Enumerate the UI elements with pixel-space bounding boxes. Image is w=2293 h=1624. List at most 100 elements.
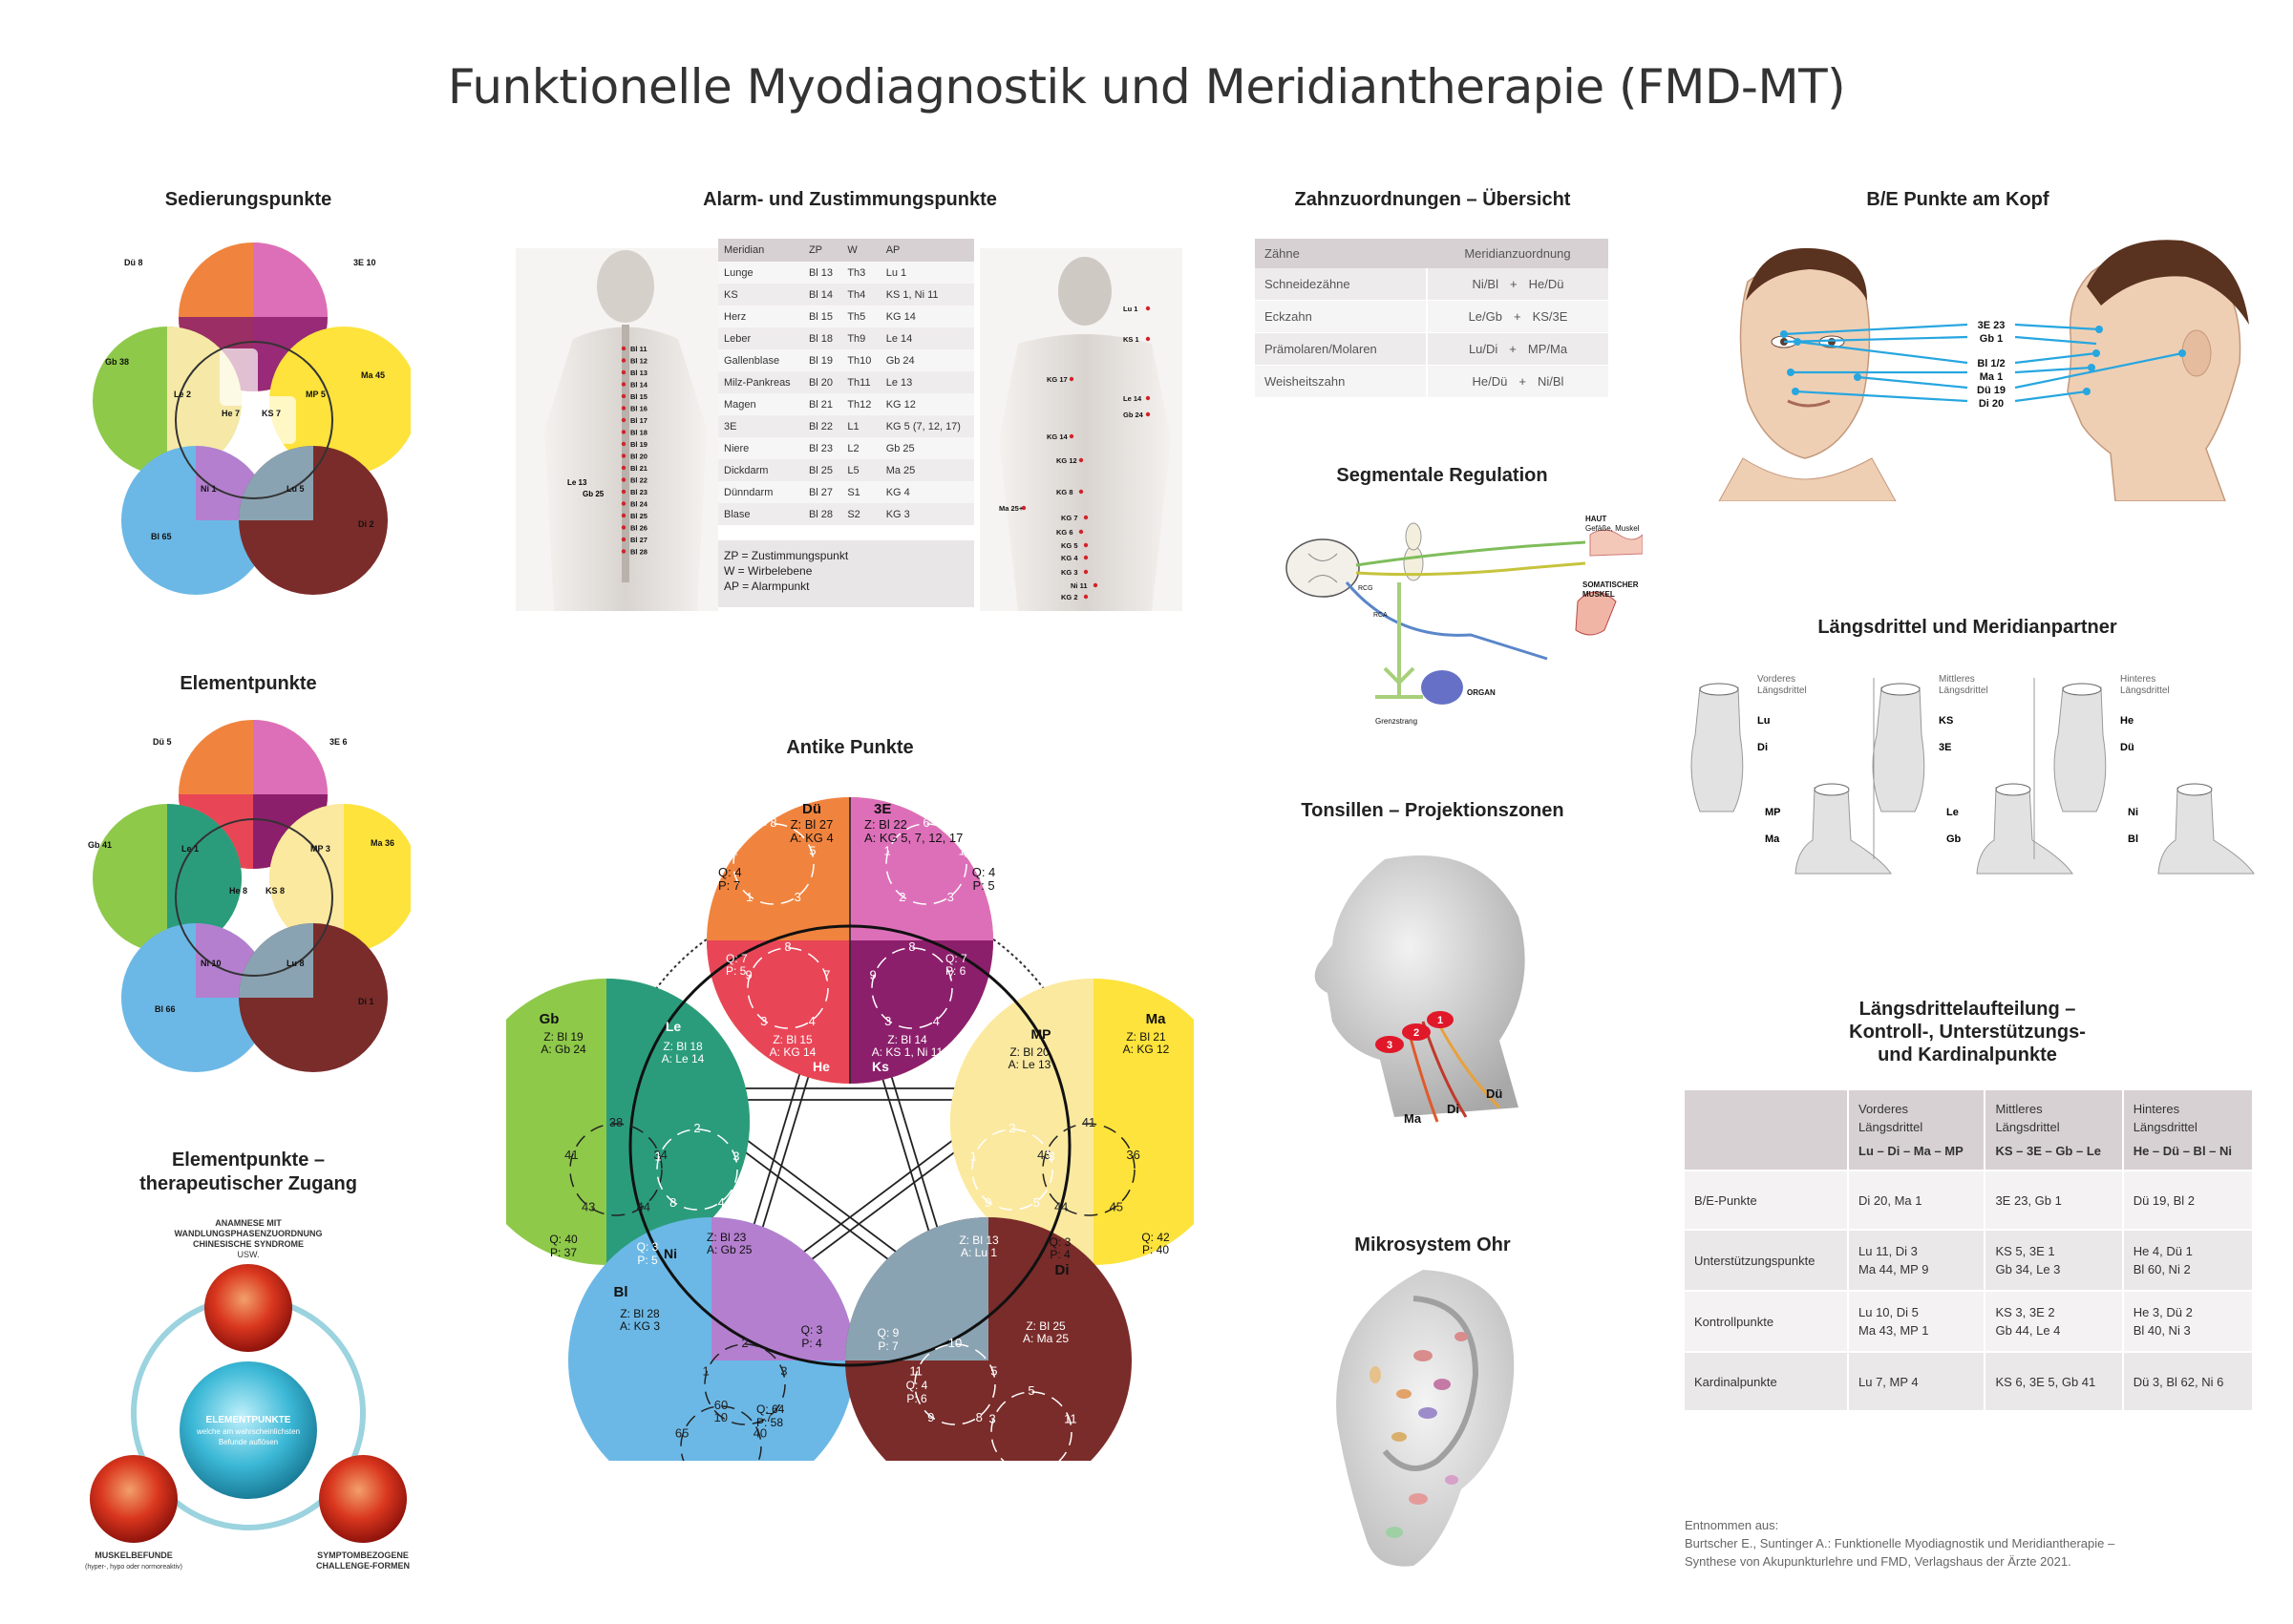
header-line: Mittleres [1995,1102,2043,1116]
ring-number: 36 [1126,1148,1139,1162]
zugang-center-line: Befunde auflösen [219,1438,278,1446]
ring-number: 5 [1028,1383,1034,1398]
table-cell: KS [718,284,803,306]
hand-icon [1872,686,1925,812]
title-line-2: therapeutischer Zugang [139,1173,357,1194]
table-cell: Bl 18 [802,327,842,349]
back-point-label: Bl 22 [630,476,648,485]
head-shape [1314,855,1525,1117]
meridian-value: He/Dü [1472,374,1508,389]
table-cell: Ni/Bl+He/Dü [1427,268,1608,301]
cell-line: Gb 44, Le 4 [1995,1323,2061,1338]
section-title-ld-aufteilung: Längsdrittelaufteilung – Kontroll-, Unte… [1767,998,2168,1066]
head-point-label: Bl 1/2 [1977,358,2005,369]
antike-label: Z: Bl 13 [959,1234,999,1247]
ring-number: 3 [780,1364,787,1379]
table-cell: Leber [718,327,803,349]
col-header: ZP [802,239,842,262]
zugang-center-line: welche am wahrscheinlichsten [196,1427,300,1436]
ring-number: 1 [1052,1458,1059,1461]
antike-label: A: KG 3 [620,1319,660,1333]
front-point-label: KS 1 [1123,335,1139,344]
ring-number: 2 [1008,1121,1015,1135]
front-point-label: KG 3 [1061,568,1078,577]
ring-number: 45 [1110,1200,1123,1214]
acupoint-dot [1069,433,1074,439]
section-title-element-zugang: Elementpunkte – therapeutischer Zugang [96,1149,401,1196]
acupoint-dot [621,513,626,518]
header-line: Längsdrittel [2133,1120,2197,1134]
el-label: MP 3 [310,844,330,854]
meridian-value: Ni/Bl [1538,374,1564,389]
table-cell: KG 12 [880,393,974,415]
ring-number: 4 [718,1195,725,1210]
section-title-alarm: Alarm- und Zustimmungspunkte [703,189,997,210]
table-cell: Bl 23 [802,437,842,459]
table-cell: Th5 [841,306,881,327]
table-cell: 3E [718,415,803,437]
section-title-sedierung: Sedierungspunkte [164,189,332,210]
sed-label: MP 5 [306,390,326,399]
zugang-right-line: SYMPTOMBEZOGENE [317,1550,409,1560]
table-cell: KG 14 [880,306,974,327]
acupoint-dot [1145,395,1151,401]
antike-label: 3E [874,801,891,817]
anamnese-sphere [204,1264,292,1352]
section-title-elementpunkte: Elementpunkte [180,673,317,694]
meridian-value: Lu/Di [1468,342,1498,356]
acupoint-dot [1069,376,1074,382]
metal-inner [239,923,313,998]
antike-label: Q: 9 [878,1326,900,1339]
ld-title: Längsdrittel [1757,685,1807,696]
table-cell: Niere [718,437,803,459]
front-point-label: Lu 1 [1123,305,1137,313]
sed-label: Di 2 [358,519,374,529]
antike-label: P: 40 [1142,1243,1169,1256]
acupoint-dot [621,441,626,447]
el-label: Bl 66 [155,1004,176,1014]
header-meridians: He – Dü – Bl – Ni [2133,1144,2233,1158]
cycle-ring [680,1405,762,1461]
ring-number: 3 [1048,1149,1054,1164]
cell-line: Dü 3, Bl 62, Ni 6 [2133,1374,2224,1389]
table-cell: KG 3 [880,503,974,525]
table-cell: KS 1, Ni 11 [880,284,974,306]
page-title: Funktionelle Myodiagnostik und Meridiant… [447,59,1846,115]
sed-label: Lu 5 [287,484,305,494]
antike-label: Z: Bl 22 [864,817,907,832]
sed-label: 3E 10 [353,258,376,267]
head-point-label: Dü 19 [1977,385,2006,396]
acupoint-dot [621,501,626,506]
ring-number: 2 [899,890,905,904]
table-cell: Milz-Pankreas [718,371,803,393]
symptom-sphere [319,1455,407,1543]
zone-label: 1 [1437,1015,1443,1026]
antike-label: A: Gb 24 [541,1043,586,1056]
ohr-diagram [1336,1270,1515,1567]
section-title-mikrosystem: Mikrosystem Ohr [1354,1234,1511,1255]
hand-icon [1690,686,1744,812]
table-cell: Blase [718,503,803,525]
ring-number: 7 [823,968,830,982]
acupoint-dot [621,358,626,363]
table-cell: Th4 [841,284,881,306]
ring-number: 2 [1004,1458,1010,1461]
table-cell: Bl 28 [802,503,842,525]
front-point-label: KG 12 [1056,456,1077,465]
meridian-label: Dü [2120,742,2134,753]
cycle-ring [971,1128,1053,1211]
hand-photo [220,348,258,406]
antike-label: A: Le 13 [1008,1058,1051,1071]
